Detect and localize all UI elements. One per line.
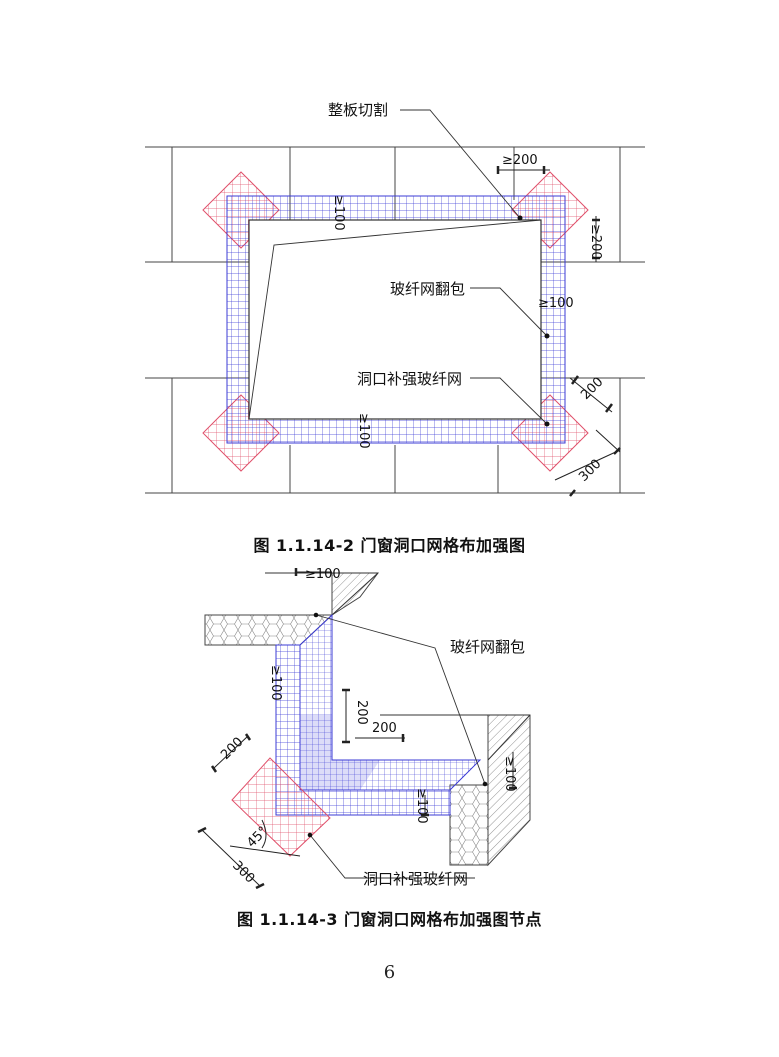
page-number: 6: [383, 962, 396, 983]
figure1-dim-top-200: ≥200: [502, 153, 538, 168]
figure2-dim-left-100: ≥100: [268, 665, 283, 701]
figure1-label-reinforce-mesh: 洞口补强玻纤网: [357, 370, 462, 388]
figure2-dim-top-100: ≥100: [305, 567, 341, 582]
figure1-dim-corner-200: 200: [578, 375, 606, 403]
figure2-dim-vert-200: 200: [354, 700, 369, 725]
figure1-dim-right-100: ≥100: [538, 296, 574, 311]
figure2-dim-horiz-200: 200: [372, 721, 397, 736]
figure1-label-board-cut: 整板切割: [328, 101, 388, 119]
figure1-leader-lines: [248, 109, 548, 425]
figure2-leader-lines: [309, 614, 486, 879]
figure1-label-wrap-mesh: 玻纤网翻包: [390, 280, 465, 298]
figure1-opening: [248, 219, 542, 420]
figure2-caption: 图 1.1.14-3 门窗洞口网格布加强图节点: [236, 910, 543, 929]
figure1-dim-right-200: ≥200: [588, 224, 603, 260]
figure2-label-wrap-mesh: 玻纤网翻包: [450, 638, 525, 656]
figure1-caption: 图 1.1.14-2 门窗洞口网格布加强图: [253, 536, 526, 555]
figure2-dim-right-100: ≥100: [502, 756, 517, 792]
figure1-dim-bottom-100: ≥100: [356, 413, 371, 449]
figure1-dim-corner-300: 300: [576, 457, 604, 485]
figure1-dim-top-100: ≥100: [331, 195, 346, 231]
figure2-label-reinforce-mesh: 洞口补强玻纤网: [363, 870, 468, 888]
figure2-reinforce-mesh: [231, 757, 331, 857]
figure1-leader-dots: [517, 215, 550, 427]
figure1-dimension-lines: [496, 166, 621, 497]
figure2-mesh-shade: [300, 715, 380, 790]
figure2-dimension-lines: [197, 568, 517, 890]
figure2-outline-lines: [265, 572, 531, 761]
figure2-leader-dots: [307, 612, 488, 838]
figure2-dim-diag-200: 200: [218, 735, 246, 763]
figure2-dim-diag-300: 300: [229, 858, 257, 886]
figure2-dim-mid-100: ≥100: [414, 788, 429, 824]
